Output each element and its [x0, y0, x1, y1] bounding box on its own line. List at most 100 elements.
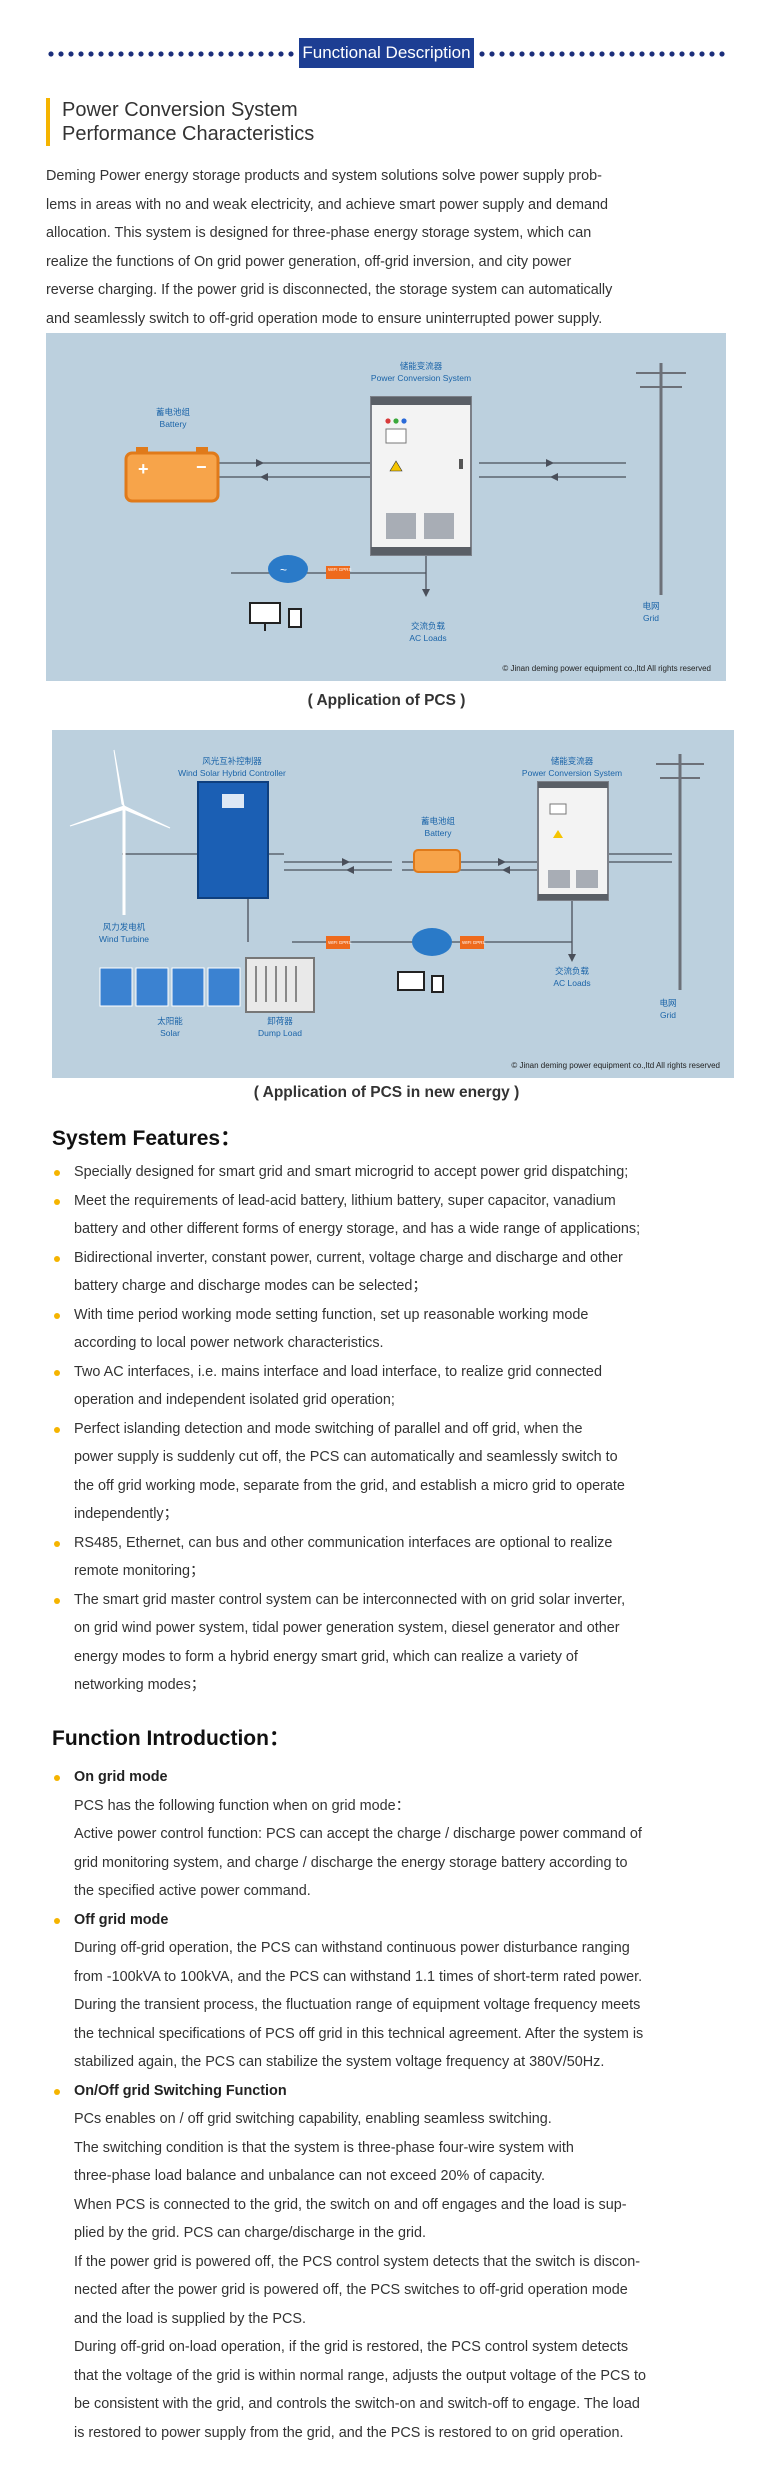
- feature-item: Perfect islanding detection and mode swi…: [52, 1415, 742, 1529]
- turbine-en-label: Wind Turbine: [99, 934, 149, 944]
- battery-cn-label: 蓄电池组: [156, 407, 191, 417]
- solar-cn-label: 太阳能: [157, 1016, 183, 1026]
- wifi-tag-label: WIFI GPRS: [462, 940, 486, 945]
- grid-pole-icon: [636, 363, 686, 595]
- function-line: nected after the power grid is powered o…: [74, 2282, 628, 2298]
- function-title: Off grid mode: [74, 1911, 169, 1928]
- banner-title: Functional Description: [299, 38, 474, 68]
- features-list: Specially designed for smart grid and sm…: [52, 1158, 742, 1700]
- figure2-caption: ( Application of PCS in new energy ): [253, 1084, 520, 1101]
- feature-line: battery charge and discharge modes can b…: [74, 1278, 427, 1294]
- feature-line: Meet the requirements of lead-acid batte…: [74, 1192, 616, 1209]
- pcs-new-energy-diagram: WIFI GPRS WIFI GPRS 风光互补控制器 Wind Solar H…: [52, 730, 734, 1078]
- section-banner: Functional Description: [0, 38, 773, 68]
- function-line: During off-grid on-load operation, if th…: [74, 2339, 629, 2355]
- features-heading: System Features：: [52, 1127, 242, 1150]
- grid-en-label: Grid: [643, 613, 659, 623]
- feature-line: Specially designed for smart grid and sm…: [74, 1164, 629, 1180]
- ac-loads-cn-label: 交流负载: [555, 966, 590, 976]
- function-line: from -100kVA to 100kVA, and the PCS can …: [74, 1968, 643, 1985]
- intro-line: reverse charging. If the power grid is d…: [46, 282, 613, 298]
- function-line: If the power grid is powered off, the PC…: [74, 2253, 641, 2270]
- function-line: The switching condition is that the syst…: [74, 2139, 574, 2156]
- feature-item: Bidirectional inverter, constant power, …: [52, 1244, 742, 1301]
- monitor-icon: [397, 971, 444, 993]
- grid-cn-label: 电网: [642, 601, 659, 611]
- section-heading-line1: Power Conversion System: [62, 99, 298, 121]
- pcs-cn-label: 储能变流器: [551, 756, 594, 766]
- feature-item: Meet the requirements of lead-acid batte…: [52, 1187, 742, 1244]
- wifi-tag: [326, 936, 350, 949]
- function-line: stabilized again, the PCS can stabilize …: [74, 2054, 605, 2070]
- figure1-caption: ( Application of PCS ): [307, 692, 466, 709]
- functions-heading: Function Introduction：: [52, 1727, 290, 1750]
- intro-line: allocation. This system is designed for …: [46, 225, 592, 241]
- solar-en-label: Solar: [160, 1028, 180, 1038]
- wind-turbine-icon: [69, 749, 171, 915]
- pcs-application-diagram: + − ~: [46, 333, 726, 681]
- intro-line: realize the functions of On grid power g…: [46, 253, 572, 270]
- intro-line: and seamlessly switch to off-grid operat…: [46, 310, 603, 327]
- feature-line: operation and independent isolated grid …: [74, 1392, 395, 1408]
- section-heading: Power Conversion System Performance Char…: [46, 98, 562, 146]
- function-line: During the transient process, the fluctu…: [74, 1997, 641, 2013]
- ac-loads-en-label: AC Loads: [553, 978, 590, 988]
- feature-line: With time period working mode setting fu…: [74, 1306, 589, 1323]
- pcs-en-label: Power Conversion System: [522, 768, 622, 778]
- battery-cn-label: 蓄电池组: [421, 816, 456, 826]
- svg-text:−: −: [196, 457, 207, 477]
- dotted-line-right: [477, 51, 727, 57]
- intro-paragraph: Deming Power energy storage products and…: [46, 162, 730, 333]
- wifi-tag-label: WIFI GPRS: [328, 940, 352, 945]
- feature-item: The smart grid master control system can…: [52, 1586, 742, 1700]
- feature-line: energy modes to form a hybrid energy sma…: [74, 1648, 578, 1665]
- ac-loads-cn-label: 交流负载: [411, 621, 446, 631]
- function-line: plied by the grid. PCS can charge/discha…: [74, 2225, 426, 2241]
- pcs-en-label: Power Conversion System: [371, 373, 471, 383]
- wifi-cloud-icon: [412, 928, 452, 956]
- monitor-icon: [249, 602, 302, 631]
- function-line: that the voltage of the grid is within n…: [74, 2367, 646, 2384]
- wifi-tag-label: WIFI GPRS: [328, 567, 352, 572]
- svg-text:+: +: [138, 459, 149, 479]
- function-line: be consistent with the grid, and control…: [74, 2396, 640, 2412]
- feature-line: RS485, Ethernet, can bus and other commu…: [74, 1534, 613, 1551]
- function-line: PCs enables on / off grid switching capa…: [74, 2111, 552, 2127]
- intro-line: lems in areas with no and weak electrici…: [46, 196, 609, 213]
- function-line: Active power control function: PCS can a…: [74, 1826, 642, 1842]
- feature-line: according to local power network charact…: [74, 1335, 384, 1351]
- feature-line: independently；: [74, 1506, 179, 1522]
- function-item: Off grid mode During off-grid operation,…: [52, 1906, 742, 2077]
- hybrid-controller-icon: [197, 781, 269, 899]
- function-line: three-phase load balance and unbalance c…: [74, 2168, 545, 2184]
- controller-en-label: Wind Solar Hybrid Controller: [178, 768, 286, 778]
- grid-pole-icon: [656, 754, 704, 990]
- dump-en-label: Dump Load: [258, 1028, 302, 1038]
- feature-line: networking modes；: [74, 1677, 206, 1693]
- feature-line: battery and other different forms of ene…: [74, 1221, 641, 1237]
- feature-line: remote monitoring；: [74, 1563, 205, 1579]
- solar-panel-icon: [99, 967, 241, 1007]
- feature-line: Two AC interfaces, i.e. mains interface …: [74, 1363, 602, 1380]
- function-line: During off-grid operation, the PCS can w…: [74, 1940, 630, 1956]
- battery-icon: + −: [124, 447, 220, 503]
- functions-list: On grid mode PCS has the following funct…: [52, 1763, 742, 2447]
- section-heading-line2: Performance Characteristics: [62, 123, 315, 145]
- feature-line: Perfect islanding detection and mode swi…: [74, 1420, 583, 1437]
- grid-cn-label: 电网: [659, 998, 676, 1008]
- svg-text:~: ~: [280, 563, 287, 577]
- function-line: the specified active power command.: [74, 1883, 311, 1899]
- function-title: On/Off grid Switching Function: [74, 2082, 287, 2099]
- feature-item: With time period working mode setting fu…: [52, 1301, 742, 1358]
- dump-cn-label: 卸荷器: [267, 1016, 293, 1026]
- function-item: On grid mode PCS has the following funct…: [52, 1763, 742, 1906]
- copyright-text: © Jinan deming power equipment co.,ltd A…: [511, 1061, 720, 1070]
- feature-line: The smart grid master control system can…: [74, 1591, 626, 1608]
- feature-line: on grid wind power system, tidal power g…: [74, 1620, 620, 1636]
- copyright-text: © Jinan deming power equipment co.,ltd A…: [502, 664, 711, 673]
- wifi-cloud-icon: ~: [268, 555, 308, 583]
- feature-item: Two AC interfaces, i.e. mains interface …: [52, 1358, 742, 1415]
- wifi-tag: [460, 936, 484, 949]
- pcs-cabinet-icon: [537, 781, 609, 901]
- turbine-cn-label: 风力发电机: [103, 922, 146, 932]
